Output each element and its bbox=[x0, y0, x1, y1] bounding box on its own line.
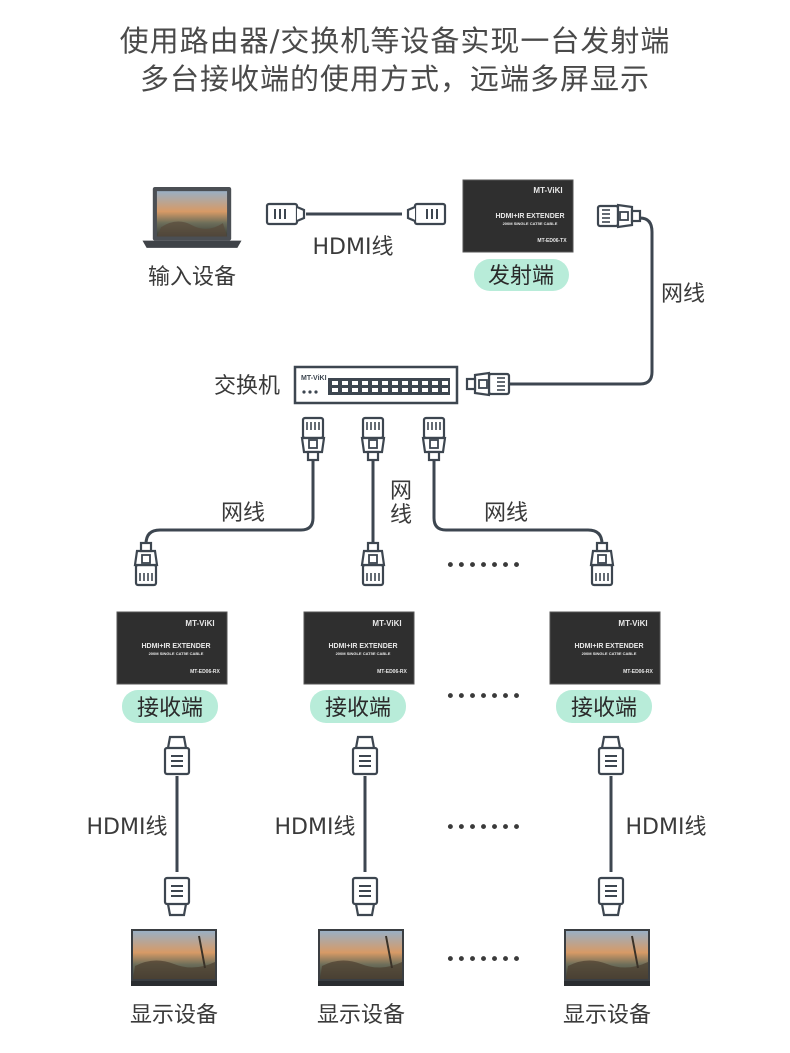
display-label-3: 显示设备 bbox=[563, 1003, 651, 1028]
rx1-hdmi-cable bbox=[163, 735, 191, 917]
receiver-label-1: 接收端 bbox=[137, 696, 203, 721]
rx3-product: HDMI+IR EXTENDER bbox=[574, 643, 643, 650]
heading-line-1: 使用路由器/交换机等设备实现一台发射端 bbox=[119, 24, 671, 58]
transmitter-label: 发射端 bbox=[488, 264, 554, 289]
rx2-model: MT-ED06-RX bbox=[377, 669, 407, 675]
switch-device: MT-ViKI bbox=[293, 365, 459, 405]
rx2-product: HDMI+IR EXTENDER bbox=[328, 643, 397, 650]
rx3-hdmi-cable bbox=[597, 735, 625, 917]
rx1-network-cable bbox=[133, 416, 326, 587]
ellipsis-receivers: ••••••• bbox=[445, 687, 522, 707]
display-monitor-icon-1 bbox=[130, 928, 218, 987]
rx1-hdmi-label: HDMI线 bbox=[87, 815, 168, 840]
rx2-network-label-bottom: 线 bbox=[390, 503, 412, 528]
receiver-pill-2 bbox=[310, 690, 406, 723]
rx2-network-cable bbox=[360, 416, 386, 587]
rx3-network-label: 网线 bbox=[484, 501, 528, 526]
ellipsis-network: ••••••• bbox=[445, 556, 522, 576]
receiver-device-2: MT-ViKI HDMI+IR EXTENDER 200M SINGLE CAT… bbox=[303, 611, 415, 685]
tx-network-label: 网线 bbox=[661, 282, 705, 307]
tx-subtitle: 200M SINGLE CAT5E CABLE bbox=[503, 221, 558, 226]
rx1-brand: MT-ViKI bbox=[185, 619, 214, 628]
top-hdmi-label: HDMI线 bbox=[313, 235, 394, 260]
display-monitor-icon-2 bbox=[317, 928, 405, 987]
receiver-pill-1 bbox=[122, 690, 218, 723]
top-hdmi-cable bbox=[265, 202, 447, 226]
receiver-device-3: MT-ViKI HDMI+IR EXTENDER 200M SINGLE CAT… bbox=[549, 611, 661, 685]
rx3-model: MT-ED06-RX bbox=[623, 669, 653, 675]
rx1-network-label: 网线 bbox=[221, 501, 265, 526]
rx1-subtitle: 200M SINGLE CAT5E CABLE bbox=[149, 651, 204, 656]
heading-line-2: 多台接收端的使用方式，远端多屏显示 bbox=[139, 62, 650, 96]
input-device-label: 输入设备 bbox=[148, 265, 236, 290]
ellipsis-hdmi: ••••••• bbox=[445, 818, 522, 838]
receiver-label-3: 接收端 bbox=[571, 696, 637, 721]
tx-network-cable bbox=[465, 203, 654, 397]
transmitter-device: MT-ViKI HDMI+IR EXTENDER 200M SINGLE CAT… bbox=[462, 179, 574, 253]
rx3-network-cable bbox=[421, 416, 615, 587]
rx2-brand: MT-ViKI bbox=[372, 619, 401, 628]
rx2-hdmi-cable bbox=[351, 735, 379, 917]
tx-brand: MT-ViKI bbox=[533, 186, 562, 195]
transmitter-pill bbox=[474, 259, 569, 291]
receiver-label-2: 接收端 bbox=[325, 696, 391, 721]
rx2-hdmi-label: HDMI线 bbox=[275, 815, 356, 840]
input-device-laptop-icon bbox=[142, 187, 242, 248]
rx3-brand: MT-ViKI bbox=[618, 619, 647, 628]
rx1-model: MT-ED06-RX bbox=[190, 669, 220, 675]
rx3-subtitle: 200M SINGLE CAT5E CABLE bbox=[582, 651, 637, 656]
rx2-network-label-top: 网 bbox=[390, 479, 412, 504]
tx-product: HDMI+IR EXTENDER bbox=[495, 213, 564, 220]
tx-model: MT-ED06-TX bbox=[537, 238, 567, 244]
display-monitor-icon-3 bbox=[563, 928, 651, 987]
display-label-1: 显示设备 bbox=[130, 1003, 218, 1028]
receiver-pill-3 bbox=[556, 690, 652, 723]
rx1-product: HDMI+IR EXTENDER bbox=[141, 643, 210, 650]
receiver-device-1: MT-ViKI HDMI+IR EXTENDER 200M SINGLE CAT… bbox=[116, 611, 228, 685]
switch-label: 交换机 bbox=[214, 374, 280, 399]
rx2-subtitle: 200M SINGLE CAT5E CABLE bbox=[336, 651, 391, 656]
rx3-hdmi-label: HDMI线 bbox=[626, 815, 707, 840]
ellipsis-displays: ••••••• bbox=[445, 950, 522, 970]
display-label-2: 显示设备 bbox=[317, 1003, 405, 1028]
switch-brand: MT-ViKI bbox=[301, 375, 327, 382]
